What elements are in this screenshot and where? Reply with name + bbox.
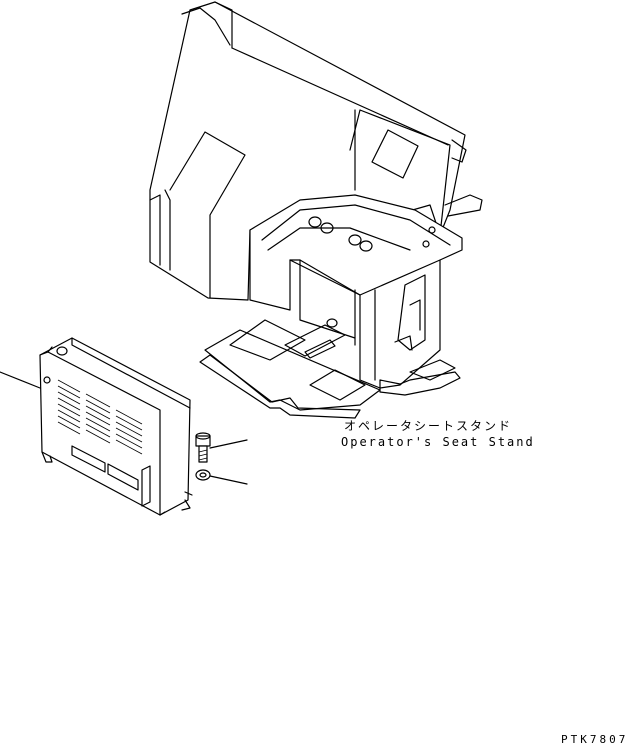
operator-seat-stand [149,1,483,419]
part-label-japanese: オペレータシートスタンド [344,419,513,433]
drawing-number: PTK7807 [561,733,629,746]
washer [195,469,211,481]
side-cover [39,337,193,516]
part-label-english: Operator's Seat Stand [341,435,535,449]
bolt [195,432,211,463]
leader-lines [0,371,248,485]
